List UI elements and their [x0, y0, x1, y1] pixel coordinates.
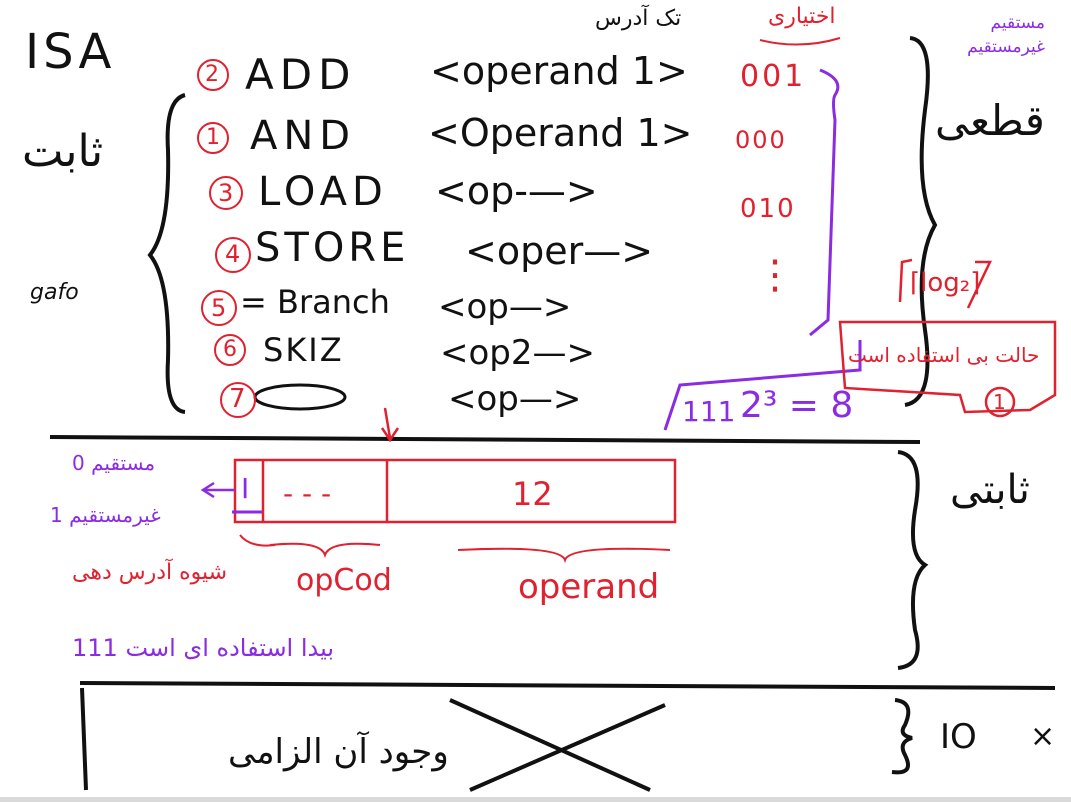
instr-5-operand: <op—> — [438, 287, 572, 327]
log-bracket-left — [898, 258, 913, 303]
annotation-io-mark: × — [1030, 719, 1056, 754]
instr-7-num: 7 — [229, 384, 246, 414]
instr-2-operand: <Operand 1> — [428, 111, 693, 155]
instr-2-num: 1 — [206, 125, 220, 150]
format-operand-box: 12 — [512, 475, 553, 513]
right-note-box — [838, 320, 1057, 414]
instr-1-num: 2 — [205, 62, 219, 87]
num-circle-6 — [214, 334, 246, 366]
instr-5-mnemonic: = Branch — [240, 283, 390, 321]
num-circle-2 — [197, 122, 229, 154]
num-circle-3 — [209, 176, 243, 210]
instr-4-mnemonic: STORE — [255, 225, 410, 271]
arrow-down-head — [380, 427, 400, 443]
annotation-one-address: تک آدرس — [595, 6, 682, 31]
left-label-fixed: ثابت — [22, 126, 104, 177]
circled-one-ring — [984, 386, 1016, 418]
annotation-fixed: ثابتی — [950, 467, 1030, 513]
instr-1-operand: <operand 1> — [430, 49, 688, 93]
instr-2-mnemonic: AND — [250, 113, 357, 159]
format-side-note-line1: 0 مستقیم — [72, 451, 156, 475]
annotation-direct-indirect: مستقیم غیرمستقیم — [967, 13, 1045, 57]
instr-4-num: 4 — [225, 240, 241, 268]
codes-bracket-bottom — [663, 340, 862, 431]
codes-bracket — [809, 68, 840, 337]
num-circle-4 — [215, 237, 251, 273]
annotation-optional: اختیاری — [768, 4, 836, 29]
instr-3-code: 010 — [740, 194, 796, 224]
annotation-circled-one: 1 — [993, 390, 1006, 414]
instr-5-num: 5 — [211, 294, 227, 322]
instr-3-operand: <op-—> — [435, 169, 598, 213]
annotation-states-used: حالت بی استفاده است — [848, 343, 1040, 367]
arrow-down-shaft — [383, 407, 392, 439]
instr-7-operand: <op—> — [448, 379, 582, 419]
io-brace — [891, 698, 913, 775]
format-bottom-note: 111 بیدا استفاده ای است — [72, 634, 335, 662]
format-label-addressing: شیوه آدرس دهی — [72, 560, 228, 585]
right-brace-mid — [897, 450, 929, 670]
log-bracket-right — [966, 260, 992, 309]
last-code: 111 — [682, 395, 736, 428]
left-label-side: gafo — [30, 280, 79, 305]
instr-1-code: 001 — [740, 59, 807, 94]
num-circle-1 — [197, 59, 229, 91]
num-circle-5 — [201, 290, 237, 326]
format-side-note-line2: 1 غیرمستقیم — [50, 503, 161, 527]
io-x-line-1 — [449, 698, 651, 792]
left-brace — [147, 93, 186, 414]
brace-under-operand — [457, 547, 671, 564]
annotation-io: IO — [940, 717, 977, 757]
separator-line-1 — [49, 435, 921, 444]
io-box-left-line — [80, 687, 88, 791]
right-brace-top — [904, 36, 938, 407]
annotation-log2: ⌈log₂⌉ — [910, 268, 981, 298]
instr-3-mnemonic: LOAD — [258, 169, 388, 215]
separator-line-2 — [79, 681, 1056, 690]
annotation-definite: قطعی — [935, 96, 1045, 145]
bottom-border — [0, 797, 1071, 802]
i-arrow-head — [200, 481, 215, 499]
brace-under-i — [239, 534, 276, 547]
instr-1-mnemonic: ADD — [245, 50, 357, 99]
format-i-bit: I — [241, 472, 250, 505]
format-opcode-box: - - - — [283, 477, 332, 510]
instr7-ellipse — [253, 383, 347, 411]
io-box-text: وجود آن الزامی — [228, 732, 449, 772]
format-label-operand: operand — [518, 567, 660, 607]
instr-4-operand: <oper—> — [465, 229, 654, 273]
num-circle-7 — [220, 382, 256, 418]
brace-under-opcode — [269, 542, 381, 559]
instr-2-code: 000 — [735, 126, 787, 154]
format-label-opcode: opCod — [296, 563, 392, 598]
instr-6-operand: <op2—> — [440, 333, 595, 373]
page-title: ISA — [25, 24, 116, 80]
codes-dots: ⋮ — [755, 252, 795, 298]
instr-6-mnemonic: SKIZ — [263, 331, 344, 369]
optional-underline — [759, 37, 841, 46]
instr-6-num: 6 — [223, 337, 237, 362]
formula: 2³ = 8 — [740, 385, 854, 426]
instr-3-num: 3 — [218, 179, 234, 207]
io-x-line-2 — [469, 703, 666, 792]
